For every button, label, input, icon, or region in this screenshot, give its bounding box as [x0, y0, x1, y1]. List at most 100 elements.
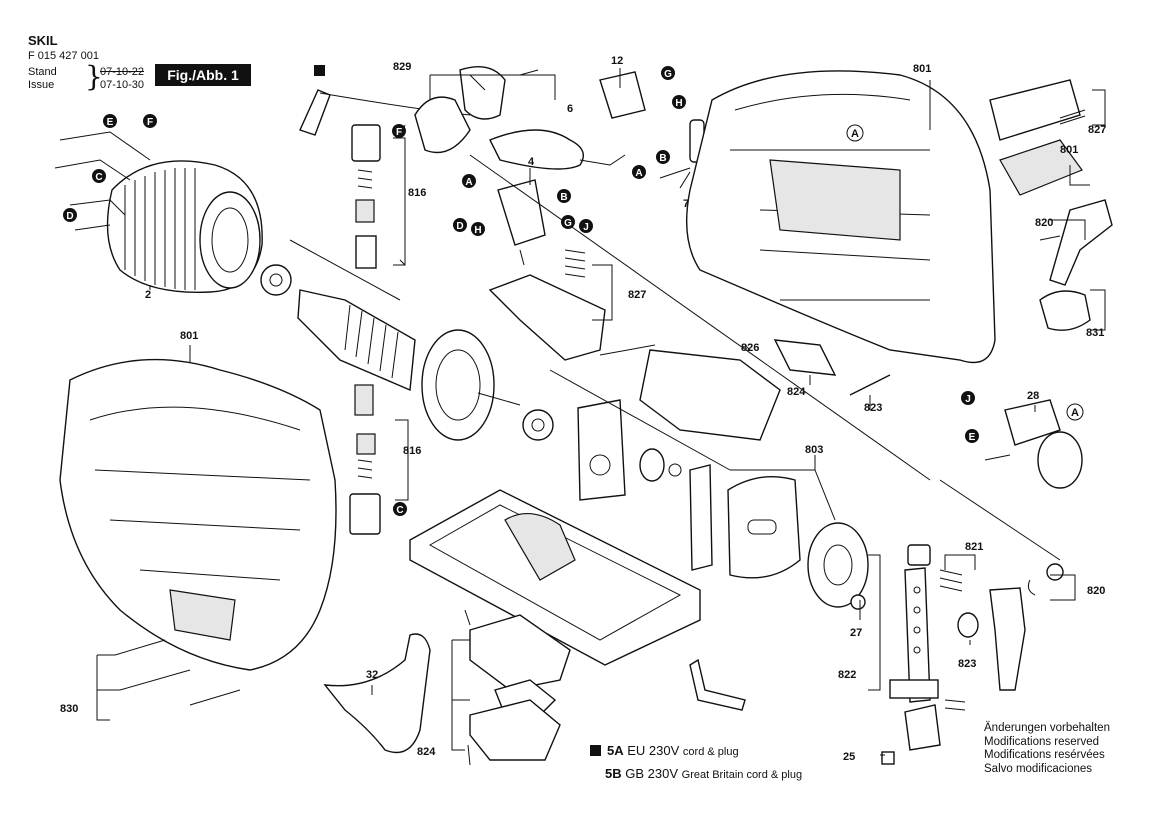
label-816-top: 816 — [408, 187, 426, 199]
stand-date: 07-10-22 — [100, 66, 145, 78]
svg-text:D: D — [456, 221, 463, 232]
svg-text:C: C — [396, 505, 403, 516]
svg-text:F: F — [396, 127, 402, 138]
svg-text:B: B — [560, 192, 567, 203]
marker-b-cord: B — [656, 150, 670, 164]
marker-f-left: F — [143, 114, 157, 128]
switch-rocker — [488, 274, 606, 361]
washer-820-bottom — [1027, 563, 1064, 596]
brush-holder-top — [351, 124, 381, 269]
label-830: 830 — [60, 703, 78, 715]
modifications-note: Änderungen vorbehalten Modifications res… — [984, 722, 1110, 776]
roller-823-right — [957, 612, 979, 638]
stand-label: Stand — [28, 66, 57, 78]
base-parts-824 — [464, 609, 571, 766]
hex-key-bottom — [689, 658, 746, 711]
cord-clamp-829 — [414, 66, 539, 154]
issue-date: 07-10-30 — [100, 79, 145, 91]
label-831: 831 — [1086, 327, 1104, 339]
svg-text:A: A — [465, 177, 472, 188]
figure-badge: Fig./Abb. 1 — [155, 64, 251, 86]
label-823-right: 823 — [958, 658, 976, 670]
label-829: 829 — [393, 61, 411, 73]
marker-a-switch: A — [462, 174, 476, 188]
issue-label: Issue — [28, 79, 55, 91]
svg-text:D: D — [66, 211, 73, 222]
svg-text:B: B — [659, 153, 666, 164]
guide-plate-824-center — [773, 339, 837, 376]
svg-text:G: G — [564, 218, 572, 229]
marker-a-housing: A — [846, 124, 864, 142]
label-827-right: 827 — [1088, 124, 1106, 136]
guide-roller-25 — [881, 699, 966, 765]
marker-d-left: D — [63, 208, 77, 222]
label-824-center: 824 — [787, 386, 806, 398]
label-2: 2 — [145, 289, 151, 301]
lever-820-top — [1039, 199, 1113, 286]
svg-text:E: E — [969, 432, 976, 443]
handle-32 — [323, 633, 431, 754]
marker-a-cord: A — [632, 165, 646, 179]
label-32: 32 — [366, 669, 378, 681]
label-820-top: 820 — [1035, 217, 1053, 229]
spring-821 — [939, 569, 963, 592]
svg-text:H: H — [474, 225, 481, 236]
square-marker-5a-icon — [314, 65, 325, 76]
marker-b-switch: B — [557, 189, 571, 203]
label-821: 821 — [965, 541, 983, 553]
housing-half-left — [59, 358, 337, 671]
marker-e-left: E — [103, 114, 117, 128]
label-822: 822 — [838, 669, 856, 681]
square-marker-icon — [590, 745, 601, 756]
stator-part — [54, 131, 263, 294]
label-6: 6 — [567, 103, 573, 115]
brace-icon: } — [85, 60, 103, 93]
svg-text:J: J — [583, 222, 589, 233]
modifications-line-es: Salvo modificaciones — [984, 762, 1093, 775]
svg-text:A: A — [851, 128, 859, 140]
legend-5b-main: GB 230V — [625, 766, 679, 781]
svg-text:G: G — [664, 69, 672, 80]
housing-half-right — [686, 70, 996, 364]
label-7: 7 — [683, 198, 689, 210]
legend-5b: 5B GB 230V Great Britain cord & plug — [605, 766, 802, 781]
label-25: 25 — [843, 751, 855, 763]
svg-text:C: C — [95, 172, 102, 183]
switch-12 — [599, 71, 646, 119]
brand-name: SKIL — [28, 33, 58, 48]
marker-e-right: E — [965, 429, 979, 443]
marker-g-switch: G — [561, 215, 575, 229]
bearing-plate — [577, 399, 626, 501]
housing-cover-801-right — [999, 139, 1083, 196]
guide-bar — [689, 464, 713, 571]
marker-c-brush: C — [393, 502, 407, 516]
marker-a-knob: A — [1066, 403, 1084, 421]
marker-j-switch: J — [579, 219, 593, 233]
marker-g-top: G — [661, 66, 675, 80]
svg-text:A: A — [635, 168, 642, 179]
legend-5a-main: EU 230V — [627, 743, 680, 758]
plunger-822 — [889, 544, 939, 703]
modifications-line-fr: Modifications resérvées — [984, 749, 1105, 761]
label-823-center: 823 — [864, 402, 882, 414]
svg-text:F: F — [147, 117, 153, 128]
document-number: F 015 427 001 — [28, 50, 99, 62]
label-4: 4 — [528, 156, 535, 168]
modifications-line-en: Modifications reserved — [984, 735, 1100, 748]
spring-827-center — [564, 249, 586, 278]
knob-831 — [1039, 290, 1091, 331]
brush-holder-bottom — [349, 384, 381, 535]
armature-part — [260, 264, 554, 441]
svg-text:J: J — [965, 394, 971, 405]
label-801-right: 801 — [1060, 144, 1078, 156]
switch-4 — [497, 179, 546, 266]
label-826: 826 — [741, 342, 759, 354]
label-824-bottom: 824 — [417, 746, 436, 758]
legend-5b-small: Great Britain cord & plug — [681, 769, 803, 781]
label-801-top: 801 — [913, 63, 931, 75]
svg-text:H: H — [675, 98, 682, 109]
cap-827-right — [989, 79, 1086, 141]
marker-h-switch: H — [471, 222, 485, 236]
label-12: 12 — [611, 55, 623, 67]
marker-f-brush: F — [392, 124, 406, 138]
